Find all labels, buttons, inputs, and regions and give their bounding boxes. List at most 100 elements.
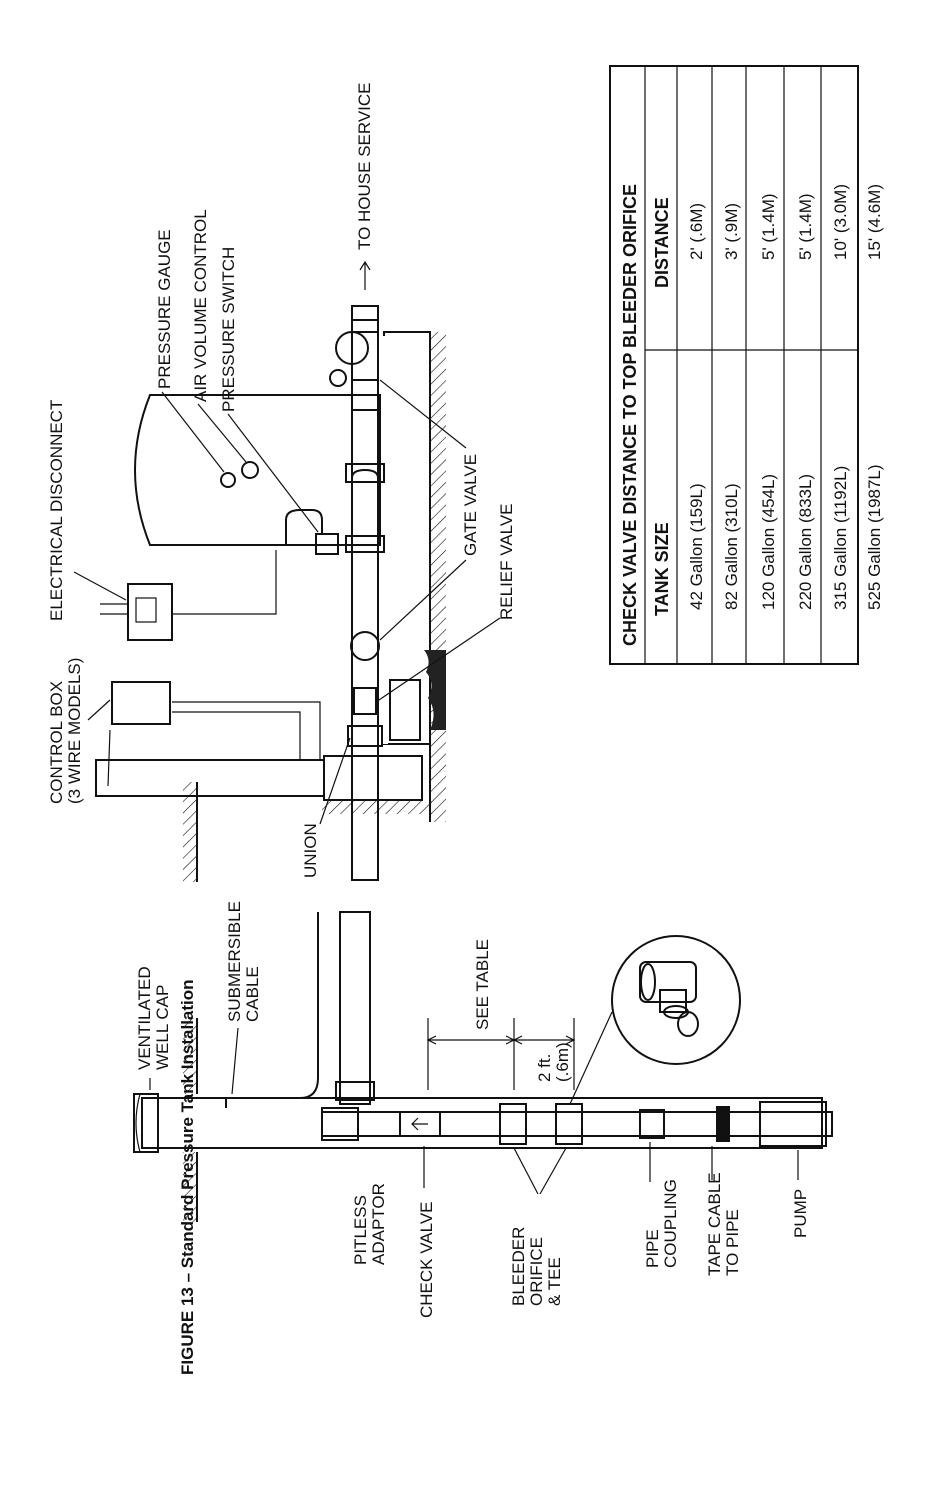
svg-text:15' (4.6M): 15' (4.6M): [865, 184, 884, 260]
arrow-submersible-cable: [231, 1027, 239, 1095]
arrow-control-box: [87, 699, 111, 721]
control-box: [107, 681, 321, 787]
arrow-relief-valve: [375, 617, 501, 703]
svg-text:PRESSURE GAUGE: PRESSURE GAUGE: [155, 229, 174, 389]
gravel-fill: [424, 650, 446, 730]
svg-text:TO HOUSE SERVICE: TO HOUSE SERVICE: [355, 82, 374, 250]
bleeder-tee-1: [499, 1103, 527, 1145]
label-gate-valve: GATE VALVE: [461, 454, 480, 556]
label-pump: PUMP: [791, 1189, 810, 1238]
svg-text:(3 WIRE MODELS): (3 WIRE MODELS): [65, 658, 84, 804]
pitless-adaptor-body: [321, 1107, 359, 1141]
label-air-volume-control: AIR VOLUME CONTROL: [191, 209, 210, 402]
pitless-riser: [335, 911, 375, 1105]
svg-text:120 Gallon (454L): 120 Gallon (454L): [759, 474, 778, 610]
svg-text:COUPLING: COUPLING: [661, 1179, 680, 1268]
svg-text:CABLE: CABLE: [243, 966, 262, 1022]
label-pipe-coupling: PIPE COUPLING: [643, 1179, 680, 1268]
label-pressure-gauge: PRESSURE GAUGE: [155, 229, 174, 389]
dimension-2ft: [512, 1018, 576, 1090]
svg-text:SUBMERSIBLE: SUBMERSIBLE: [225, 901, 244, 1022]
bleeder-tee-2: [555, 1103, 583, 1145]
arrow-union: [319, 737, 351, 825]
svg-text:CONTROL BOX: CONTROL BOX: [47, 681, 66, 804]
table-row: 42 Gallon (159L) 2' (.6M): [687, 203, 706, 610]
right-fittings: [329, 305, 379, 411]
svg-text:ADAPTOR: ADAPTOR: [369, 1183, 388, 1265]
label-see-table: SEE TABLE: [473, 939, 492, 1030]
table-row: 220 Gallon (833L) 5' (1.4M): [796, 193, 815, 610]
table-row: 525 Gallon (1987L) 15' (4.6M): [865, 184, 884, 610]
svg-text:315 Gallon (1192L): 315 Gallon (1192L): [831, 466, 850, 610]
label-relief-valve: RELIEF VALVE: [497, 503, 516, 620]
basement-wall: [95, 755, 423, 801]
distance-table: CHECK VALVE DISTANCE TO TOP BLEEDER ORIF…: [609, 65, 884, 665]
label-pitless-adaptor: PITLESS ADAPTOR: [351, 1183, 388, 1265]
table-header-tank-size: TANK SIZE: [652, 522, 672, 616]
svg-text:ELECTRICAL DISCONNECT: ELECTRICAL DISCONNECT: [47, 400, 66, 621]
svg-text:& TEE: & TEE: [545, 1257, 564, 1306]
svg-text:525 Gallon (1987L): 525 Gallon (1987L): [865, 464, 884, 610]
svg-text:10' (3.0M): 10' (3.0M): [831, 184, 850, 260]
label-to-house-service: TO HOUSE SERVICE: [355, 82, 374, 250]
pressure-switch-box: [315, 533, 339, 555]
label-check-valve: CHECK VALVE: [417, 1201, 436, 1318]
arrow-gate-valve-lower: [379, 559, 467, 641]
arrow-to-house-service: [359, 260, 371, 290]
arrow-electrical-disconnect: [73, 571, 127, 601]
svg-text:GATE VALVE: GATE VALVE: [461, 454, 480, 556]
label-bleeder-orifice: BLEEDER ORIFICE & TEE: [509, 1227, 564, 1306]
svg-text:3' (.9M): 3' (.9M): [722, 203, 741, 260]
table-title: CHECK VALVE DISTANCE TO TOP BLEEDER ORIF…: [620, 184, 640, 646]
submersible-cable-line: [225, 912, 319, 1108]
label-ventilated-well-cap: VENTILATED WELL CAP: [135, 966, 172, 1070]
svg-text:RELIEF VALVE: RELIEF VALVE: [497, 503, 516, 620]
label-control-box: CONTROL BOX (3 WIRE MODELS): [47, 658, 84, 804]
arrow-gate-valve-upper: [379, 379, 467, 449]
svg-text:TAPE CABLE: TAPE CABLE: [705, 1172, 724, 1276]
ground-left: [183, 1018, 198, 1222]
electrical-disconnect: [100, 550, 277, 641]
svg-text:42 Gallon (159L): 42 Gallon (159L): [687, 483, 706, 610]
svg-text:CHECK VALVE DISTANCE TO TOP BL: CHECK VALVE DISTANCE TO TOP BLEEDER ORIF…: [620, 184, 640, 646]
svg-text:PIPE: PIPE: [643, 1229, 662, 1268]
pump-body: [759, 1101, 827, 1147]
svg-text:BLEEDER: BLEEDER: [509, 1227, 528, 1306]
svg-text:SEE TABLE: SEE TABLE: [473, 939, 492, 1030]
svg-text:PITLESS: PITLESS: [351, 1195, 370, 1265]
svg-text:5' (1.4M): 5' (1.4M): [759, 193, 778, 260]
drop-pipe: [321, 1101, 833, 1147]
table-row: 120 Gallon (454L) 5' (1.4M): [759, 193, 778, 610]
union-body: [347, 725, 383, 747]
svg-text:TANK SIZE: TANK SIZE: [652, 522, 672, 616]
pressure-gauge-dial: [220, 472, 236, 488]
label-tape-cable: TAPE CABLE TO PIPE: [705, 1172, 742, 1276]
arrow-pressure-gauge: [161, 391, 225, 473]
svg-text:2' (.6M): 2' (.6M): [687, 203, 706, 260]
arrow-bleeder: [513, 1147, 567, 1195]
tape-band: [716, 1106, 730, 1142]
pressure-tank: [134, 394, 381, 555]
arrow-pressure-switch: [227, 413, 319, 533]
bleeder-tee-detail: [569, 935, 741, 1105]
table-row: 82 Gallon (310L) 3' (.9M): [722, 203, 741, 610]
svg-text:TO PIPE: TO PIPE: [723, 1209, 742, 1276]
svg-text:PRESSURE SWITCH: PRESSURE SWITCH: [219, 247, 238, 412]
gate-valve-body: [350, 631, 380, 661]
basement-floor: [378, 331, 431, 745]
svg-text:DISTANCE: DISTANCE: [652, 197, 672, 288]
figure-caption: FIGURE 13 – Standard Pressure Tank Insta…: [178, 979, 197, 1375]
check-valve-body: [399, 1111, 441, 1137]
air-volume-control-dial: [241, 461, 259, 479]
svg-text:220 Gallon (833L): 220 Gallon (833L): [796, 474, 815, 610]
svg-text:CHECK VALVE: CHECK VALVE: [417, 1201, 436, 1318]
svg-text:82 Gallon (310L): 82 Gallon (310L): [722, 483, 741, 610]
svg-text:VENTILATED: VENTILATED: [135, 966, 154, 1070]
well-casing: [133, 1093, 823, 1153]
label-union: UNION: [301, 823, 320, 878]
svg-text:ORIFICE: ORIFICE: [527, 1237, 546, 1306]
dimension-see-table: [426, 1018, 516, 1090]
label-pressure-switch: PRESSURE SWITCH: [219, 247, 238, 412]
relief-valve-body: [353, 687, 377, 715]
